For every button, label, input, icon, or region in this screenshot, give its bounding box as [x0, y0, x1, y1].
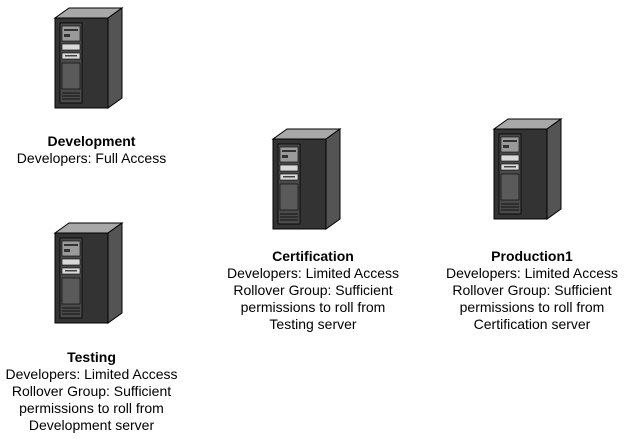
- server-detail-line: Developers: Full Access: [16, 150, 167, 166]
- server-title: Testing: [67, 349, 116, 365]
- server-icon: [491, 116, 565, 222]
- server-detail-line: Testing server: [269, 316, 357, 332]
- server-caption: Production1 Developers: Limited Access R…: [439, 248, 625, 333]
- server-detail-line: permissions to roll from: [240, 299, 386, 315]
- server-caption: Testing Developers: Limited Access Rollo…: [0, 349, 183, 434]
- server-caption: Development Developers: Full Access: [0, 133, 183, 167]
- server-title: Development: [47, 133, 136, 149]
- server-detail-line: Rollover Group: Sufficient: [452, 282, 612, 298]
- server-detail-line: Development server: [28, 417, 155, 433]
- server-detail-line: Developers: Limited Access: [446, 265, 618, 281]
- server-title: Production1: [491, 248, 573, 264]
- server-detail-line: Rollover Group: Sufficient: [11, 383, 172, 399]
- server-icon: [270, 126, 344, 232]
- server-detail-line: Developers: Limited Access: [227, 265, 399, 281]
- server-title: Certification: [272, 248, 354, 264]
- server-detail-line: permissions to roll from: [19, 400, 164, 416]
- server-detail-line: Certification server: [473, 316, 591, 332]
- server-detail-line: Developers: Limited Access: [5, 366, 178, 382]
- server-detail-line: Rollover Group: Sufficient: [233, 282, 393, 298]
- server-icon: [52, 5, 126, 111]
- server-icon: [52, 220, 126, 326]
- server-caption: Certification Developers: Limited Access…: [220, 248, 406, 333]
- server-detail-line: permissions to roll from: [459, 299, 605, 315]
